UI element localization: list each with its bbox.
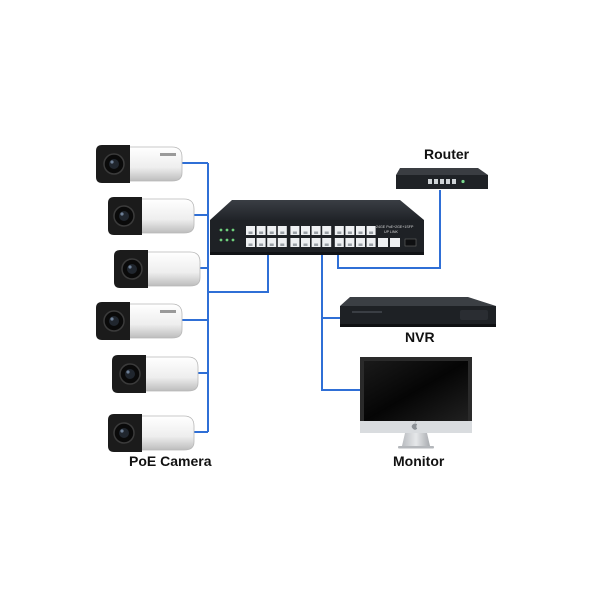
- monitor-device: [360, 357, 472, 449]
- poe-switch: 24GE PoE+2GE+1SFP UP LINK: [210, 200, 424, 255]
- switch-port: [311, 226, 321, 235]
- switch-led: [231, 228, 235, 232]
- switch-port: [311, 238, 321, 247]
- switch-top-face: [210, 200, 424, 220]
- nvr-device: [340, 297, 496, 327]
- switch-port: [277, 238, 287, 247]
- switch-port: [246, 238, 255, 247]
- switch-port: [301, 238, 310, 247]
- switch-port: [290, 226, 300, 235]
- switch-led: [231, 238, 235, 242]
- sfp-port: [404, 238, 417, 247]
- switch-port: [301, 226, 310, 235]
- poe-camera: [96, 302, 183, 340]
- switch-port: [256, 226, 266, 235]
- switch-port: [334, 226, 344, 235]
- switch-port: [290, 238, 300, 247]
- switch-led: [225, 228, 229, 232]
- router-device: [396, 168, 488, 189]
- poe-camera: [108, 197, 195, 235]
- switch-front-panel: [210, 220, 424, 254]
- switch-port: [366, 226, 376, 235]
- switch-to-router-link: [337, 190, 441, 269]
- switch-led: [225, 238, 229, 242]
- monitor-label: Monitor: [393, 453, 445, 469]
- poe-camera: [112, 355, 199, 393]
- switch-port: [256, 238, 266, 247]
- switch-uplink-text: UP LINK: [384, 230, 399, 234]
- uplink-port-1: [378, 238, 388, 247]
- switch-led: [219, 238, 223, 242]
- nvr-to-monitor-link: [321, 318, 360, 391]
- poe-camera-group: [96, 145, 201, 452]
- switch-port: [345, 238, 355, 247]
- poe-camera: [114, 250, 201, 288]
- camera-bus-to-switch-link: [208, 255, 269, 293]
- switch-port: [356, 226, 365, 235]
- switch-port: [356, 238, 365, 247]
- switch-port-block: [219, 226, 376, 247]
- switch-port: [267, 238, 277, 247]
- switch-port: [322, 226, 332, 235]
- poe-camera-label: PoE Camera: [129, 453, 212, 469]
- switch-port: [345, 226, 355, 235]
- switch-port: [246, 226, 255, 235]
- poe-camera: [96, 145, 183, 183]
- uplink-port-2: [390, 238, 400, 247]
- switch-port: [322, 238, 332, 247]
- poe-camera: [108, 414, 195, 452]
- switch-model-text: 24GE PoE+2GE+1SFP: [376, 225, 414, 229]
- router-label: Router: [424, 146, 470, 162]
- switch-port: [334, 238, 344, 247]
- switch-port: [267, 226, 277, 235]
- nvr-label: NVR: [405, 329, 435, 345]
- switch-port: [277, 226, 287, 235]
- switch-led: [219, 228, 223, 232]
- switch-port: [366, 238, 376, 247]
